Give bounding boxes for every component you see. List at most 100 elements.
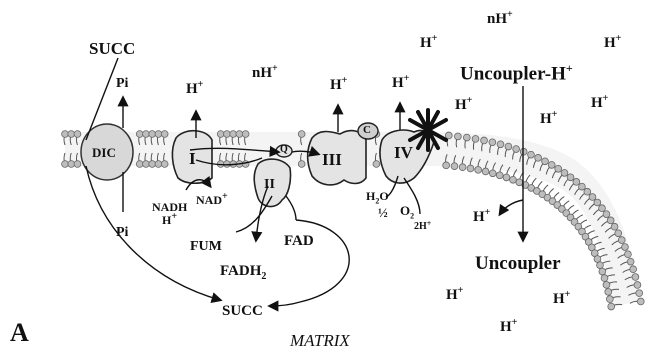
lipid-head (596, 261, 604, 269)
ubiquinone-label: Q (280, 144, 288, 155)
lipid-head (148, 160, 156, 168)
lipid-head (527, 150, 535, 159)
lipid-head (67, 130, 76, 138)
lipid-head (572, 178, 581, 186)
lipid-head (223, 160, 231, 168)
lipid-head (504, 142, 513, 151)
h2o-label: H2O (366, 189, 389, 206)
lipid-head (488, 138, 497, 147)
lipid-head (617, 236, 626, 244)
lipid-head (541, 157, 549, 166)
matrix-label: MATRIX (290, 331, 350, 350)
h-plus: H+ (420, 33, 438, 51)
lipid-head (566, 173, 575, 182)
lipid-head (636, 297, 645, 306)
lipid-head (629, 265, 637, 274)
lipid-head (216, 130, 225, 138)
fadh2-label: FADH2 (220, 263, 267, 282)
pi-top-label: Pi (116, 76, 129, 91)
lipid-head (442, 161, 450, 170)
lipid-head (297, 160, 306, 168)
lipid-head (454, 132, 462, 141)
lipid-head (543, 193, 552, 202)
lipid-head (610, 222, 619, 231)
complex-i-label: I (189, 149, 196, 168)
uncoupler-label: Uncoupler (475, 253, 561, 274)
uncoupler-h-label: Uncoupler-H+ (460, 61, 573, 85)
lipid-head (61, 130, 69, 138)
fad-label: FAD (284, 233, 314, 249)
complex-iv-label: IV (394, 143, 413, 162)
h-plus: H+ (455, 95, 473, 113)
lipid-head (583, 187, 592, 196)
lipid-head (142, 160, 150, 168)
lipid-head (229, 130, 237, 138)
h-plus: H+ (604, 33, 622, 51)
lipid-head (509, 175, 517, 184)
lipid-head (607, 302, 616, 311)
lipid-head (598, 204, 606, 213)
lipid-head (635, 289, 644, 297)
lipid-head (142, 130, 150, 138)
lipid-head (554, 164, 562, 173)
h-plus: H+ (186, 79, 204, 97)
lipid-head (614, 229, 623, 238)
lipid-head (372, 160, 381, 168)
lipid-head (533, 187, 541, 195)
half-label: ½ (378, 205, 388, 220)
panel-label: A (10, 318, 29, 347)
lipid-head (160, 160, 169, 168)
nh-plus-mid: nH+ (252, 63, 278, 81)
lipid-head (588, 193, 597, 201)
lipid-head (480, 136, 488, 145)
lipid-head (488, 169, 497, 178)
star-burst-icon (408, 108, 448, 152)
lipid-head (148, 130, 156, 138)
pathway-arrows (85, 57, 529, 312)
h-plus: H+ (553, 289, 571, 307)
h-plus-nadh: H+ (162, 211, 178, 227)
lipid-head (602, 281, 611, 289)
lipid-head (598, 267, 607, 276)
lipid-head (593, 198, 602, 207)
lipid-head (578, 182, 586, 191)
h-plus: H+ (446, 285, 464, 303)
lipid-head (606, 295, 614, 303)
lipid-head (223, 130, 231, 138)
lipid-head (538, 190, 547, 199)
lipid-head (471, 135, 480, 143)
lipid-head (474, 166, 482, 174)
lipid-head (154, 130, 163, 138)
h-plus: H+ (473, 207, 491, 225)
lipid-head (458, 163, 467, 172)
lipid-head (241, 130, 250, 138)
fum-label: FUM (190, 239, 222, 254)
lipid-head (495, 171, 504, 180)
cytochrome-c-label: C (363, 124, 371, 136)
lipid-head (496, 140, 505, 149)
complex-ii (253, 158, 292, 208)
lipid-head (606, 216, 615, 225)
complex-ii-label: II (264, 177, 275, 192)
lipid-head (73, 160, 82, 168)
pi-bottom-label: Pi (116, 225, 129, 240)
cytochrome-c (357, 122, 379, 140)
lipid-head (466, 164, 475, 173)
h-plus: H+ (591, 93, 609, 111)
lipid-head (624, 250, 632, 259)
lipid-head (631, 273, 640, 281)
complex-iii (306, 129, 367, 186)
lipid-head (626, 257, 635, 266)
lipid-head (578, 227, 586, 236)
complex-iii-label: III (322, 150, 342, 169)
lipid-head (600, 274, 609, 282)
lipid-head (512, 145, 520, 153)
nh-plus-top: nH+ (487, 9, 513, 27)
lipid-head (67, 160, 76, 168)
dic-label: DIC (92, 145, 116, 160)
nad-plus-label: NAD+ (196, 191, 228, 207)
lipid-head (73, 130, 82, 138)
two-h-plus-label: 2H+ (414, 219, 432, 232)
lipid-head (633, 281, 642, 289)
